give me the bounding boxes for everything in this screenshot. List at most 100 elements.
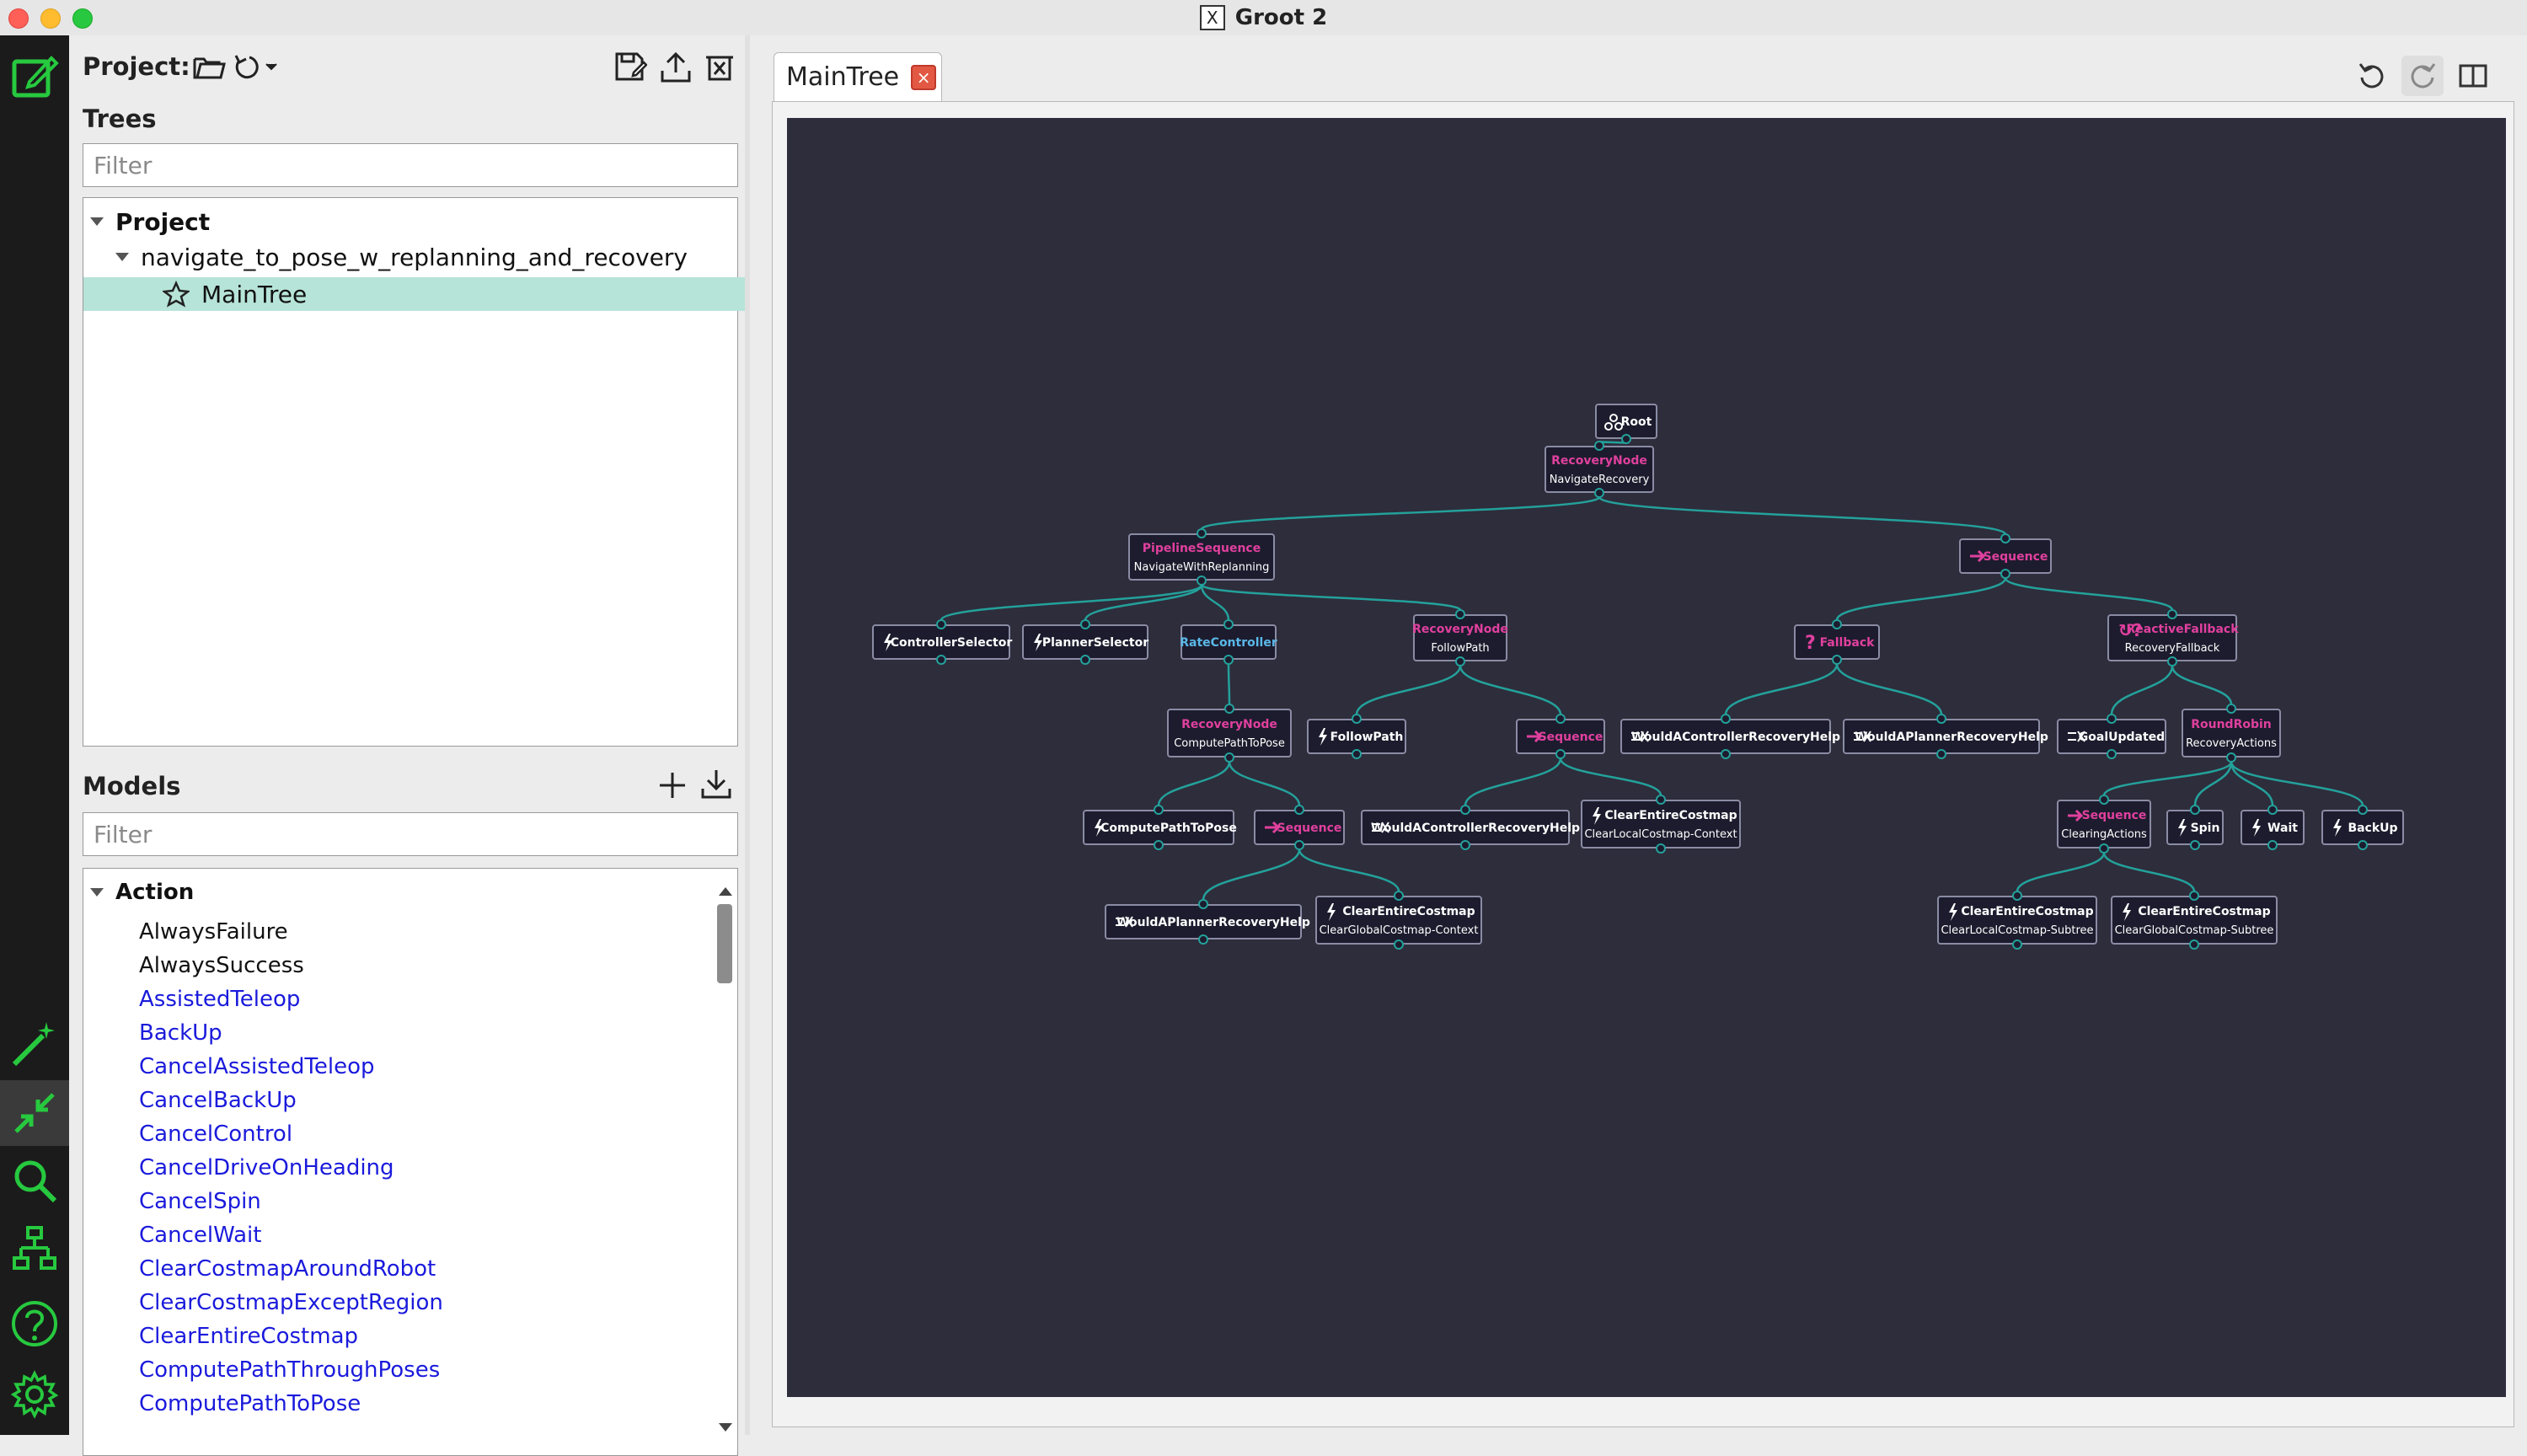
close-window-button[interactable] [8,8,29,29]
tree-node-plan-sel[interactable]: PlannerSelector [1022,619,1148,665]
model-item[interactable]: ClearEntireCostmap [139,1324,358,1349]
model-item[interactable]: AlwaysFailure [139,919,288,945]
node-port[interactable] [1594,488,1604,498]
node-port[interactable] [2099,843,2109,854]
node-port[interactable] [1460,805,1470,815]
node-port[interactable] [1555,714,1566,724]
editor-mode-button[interactable] [0,44,69,110]
search-button[interactable] [0,1148,69,1213]
model-item[interactable]: ComputePathToPose [139,1391,361,1416]
model-item[interactable]: CancelAssistedTeleop [139,1054,375,1079]
node-port[interactable] [1198,934,1208,945]
node-port[interactable] [2226,704,2236,714]
model-item[interactable]: CancelDriveOnHeading [139,1155,394,1180]
node-port[interactable] [1832,619,1842,629]
tree-node-wait[interactable]: Wait [2241,805,2305,850]
node-port[interactable] [2189,939,2199,950]
trees-filter-input[interactable] [83,143,738,187]
node-port[interactable] [936,619,946,629]
node-port[interactable] [2000,569,2010,579]
node-port[interactable] [2226,752,2236,763]
tree-node-spin[interactable]: Spin [2166,805,2224,850]
minimize-window-button[interactable] [40,8,61,29]
node-port[interactable] [1594,441,1604,451]
model-item[interactable]: ComputePathThroughPoses [139,1357,441,1383]
node-port[interactable] [2099,795,2109,805]
tree-node-would-ctrl-b[interactable]: WouldAControllerRecoveryHelp [1361,805,1580,850]
tree-node-backup[interactable]: BackUp [2321,805,2404,850]
node-port[interactable] [2000,533,2010,543]
tree-node-ctrl-sel[interactable]: ControllerSelector [872,619,1012,665]
model-item[interactable]: CancelSpin [139,1189,261,1214]
tree-node-seq-right[interactable]: Sequence [1959,533,2052,579]
import-models-button[interactable] [698,765,735,802]
model-item[interactable]: CancelControl [139,1121,293,1147]
close-project-button[interactable] [701,49,738,86]
node-port[interactable] [1224,704,1234,714]
node-port[interactable] [2358,840,2368,850]
node-port[interactable] [1080,619,1090,629]
export-button[interactable] [657,49,694,86]
tree-node-follow-path[interactable]: FollowPath [1307,714,1406,759]
node-port[interactable] [1656,843,1666,854]
open-folder-button[interactable] [190,49,228,86]
model-item[interactable]: BackUp [139,1020,222,1046]
tree-node-root[interactable]: Root [1595,404,1657,444]
models-scroll-thumb[interactable] [717,904,732,983]
node-port[interactable] [1832,655,1842,665]
model-item[interactable]: AlwaysSuccess [139,953,304,978]
tree-node-seq-left[interactable]: Sequence [1254,805,1345,850]
tree-item-file[interactable]: navigate_to_pose_w_replanning_and_recove… [83,240,769,274]
redo-button[interactable] [2401,56,2444,96]
tree-node-clear-global[interactable]: ClearEntireCostmapClearGlobalCostmap-Con… [1315,891,1482,950]
models-category-action[interactable]: Action [83,875,737,909]
node-port[interactable] [2167,656,2177,666]
tree-node-goal-upd[interactable]: GoalUpdated [2057,714,2166,759]
model-item[interactable]: ClearCostmapExceptRegion [139,1290,443,1315]
split-view-button[interactable] [2452,56,2494,96]
node-port[interactable] [1721,749,1731,759]
settings-button[interactable] [0,1362,69,1427]
node-port[interactable] [2189,891,2199,901]
tree-node-rate-ctrl[interactable]: RateController [1180,619,1277,665]
model-item[interactable]: CancelBackUp [139,1088,297,1113]
node-port[interactable] [2190,805,2200,815]
node-port[interactable] [1198,899,1208,909]
tree-node-seq-mid[interactable]: Sequence [1516,714,1605,759]
node-port[interactable] [2167,609,2177,619]
tree-node-would-plan-b[interactable]: WouldAPlannerRecoveryHelp [1105,899,1310,945]
tree-node-clear-local[interactable]: ClearEntireCostmapClearLocalCostmap-Cont… [1581,795,1741,854]
node-port[interactable] [1721,714,1731,724]
node-port[interactable] [1394,891,1404,901]
node-port[interactable] [1294,805,1304,815]
help-button[interactable] [0,1291,69,1357]
node-port[interactable] [1080,655,1090,665]
node-port[interactable] [1656,795,1666,805]
node-port[interactable] [2012,939,2022,950]
add-model-button[interactable] [654,767,691,804]
tab-close-icon[interactable]: × [911,64,937,90]
tree-node-clear-local-sub[interactable]: ClearEntireCostmapClearLocalCostmap-Subt… [1937,891,2097,950]
save-project-button[interactable] [612,49,649,86]
tree-node-cptp[interactable]: ComputePathToPose [1083,805,1237,850]
node-port[interactable] [2107,714,2117,724]
model-item[interactable]: ClearCostmapAroundRobot [139,1256,436,1282]
node-port[interactable] [2190,840,2200,850]
node-port[interactable] [1223,619,1234,629]
wand-button[interactable] [0,1011,69,1077]
tree-node-clear-global-sub[interactable]: ClearEntireCostmapClearGlobalCostmap-Sub… [2111,891,2278,950]
node-port[interactable] [1294,840,1304,850]
models-filter-input[interactable] [83,812,738,856]
node-port[interactable] [2267,840,2278,850]
node-port[interactable] [1936,749,1946,759]
recent-projects-button[interactable] [233,49,283,86]
model-item[interactable]: CancelWait [139,1223,262,1248]
node-port[interactable] [2107,749,2117,759]
tree-item-project[interactable]: Project [83,205,744,238]
